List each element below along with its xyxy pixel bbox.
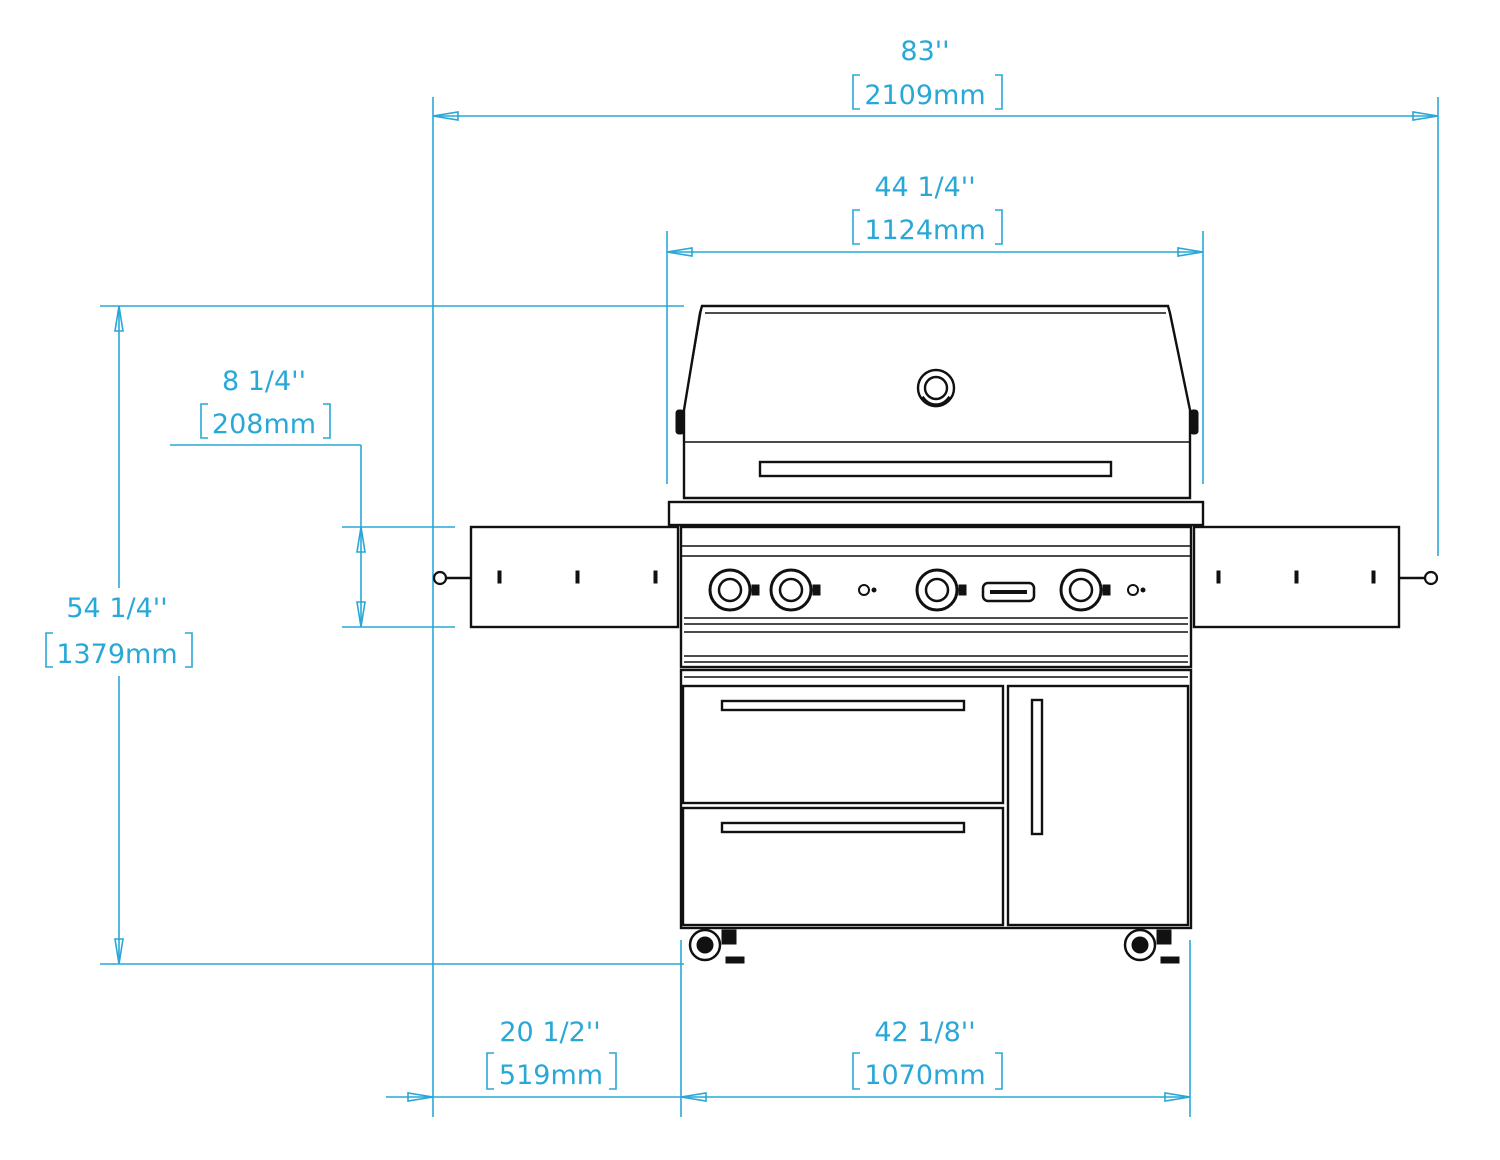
hood-width-metric: 1124mm — [864, 215, 985, 246]
side-shelf-width-imperial: 20 1/2'' — [499, 1017, 600, 1048]
grill-rim — [667, 500, 1205, 527]
knob-icon — [708, 568, 760, 612]
control-panel — [679, 525, 1193, 669]
caster-right-icon — [1123, 928, 1180, 964]
overall-width-imperial: 83'' — [900, 36, 949, 67]
side-shelf-height-imperial: 8 1/4'' — [222, 366, 306, 397]
grill-cart — [679, 668, 1193, 930]
cart-width-metric: 1070mm — [864, 1060, 985, 1091]
side-shelf-height-metric: 208mm — [212, 409, 316, 440]
side-shelf-right — [1192, 525, 1439, 629]
dimension-side-shelf-width: 20 1/2'' 519mm — [386, 940, 682, 1117]
knob-icon — [915, 568, 967, 612]
knob-icon — [1059, 568, 1111, 612]
hood-width-imperial: 44 1/4'' — [874, 172, 975, 203]
ignition-icon — [858, 584, 877, 596]
side-shelf-left — [432, 525, 680, 629]
overall-height-imperial: 54 1/4'' — [66, 593, 167, 624]
overall-width-metric: 2109mm — [864, 80, 985, 111]
dimension-cart-width: 42 1/8'' 1070mm — [680, 940, 1191, 1117]
cart-width-imperial: 42 1/8'' — [874, 1017, 975, 1048]
grill-outline — [432, 304, 1439, 964]
drawer-lower — [681, 806, 1005, 927]
dimension-overall-width: 83'' 2109mm — [432, 36, 1439, 1117]
dimension-hood-width: 44 1/4'' 1124mm — [666, 172, 1204, 484]
drawer-upper — [681, 684, 1005, 805]
grill-hood — [675, 304, 1199, 500]
logo-badge-icon — [981, 581, 1036, 603]
dimension-overall-height: 54 1/4'' 1379mm — [45, 305, 684, 965]
overall-height-metric: 1379mm — [56, 639, 177, 670]
dimension-side-shelf-height: 8 1/4'' 208mm — [170, 366, 455, 628]
knob-icon — [769, 568, 821, 612]
cabinet-door — [1006, 684, 1190, 927]
caster-left-icon — [688, 928, 745, 964]
side-shelf-width-metric: 519mm — [499, 1060, 603, 1091]
ignition-icon — [1127, 584, 1146, 596]
